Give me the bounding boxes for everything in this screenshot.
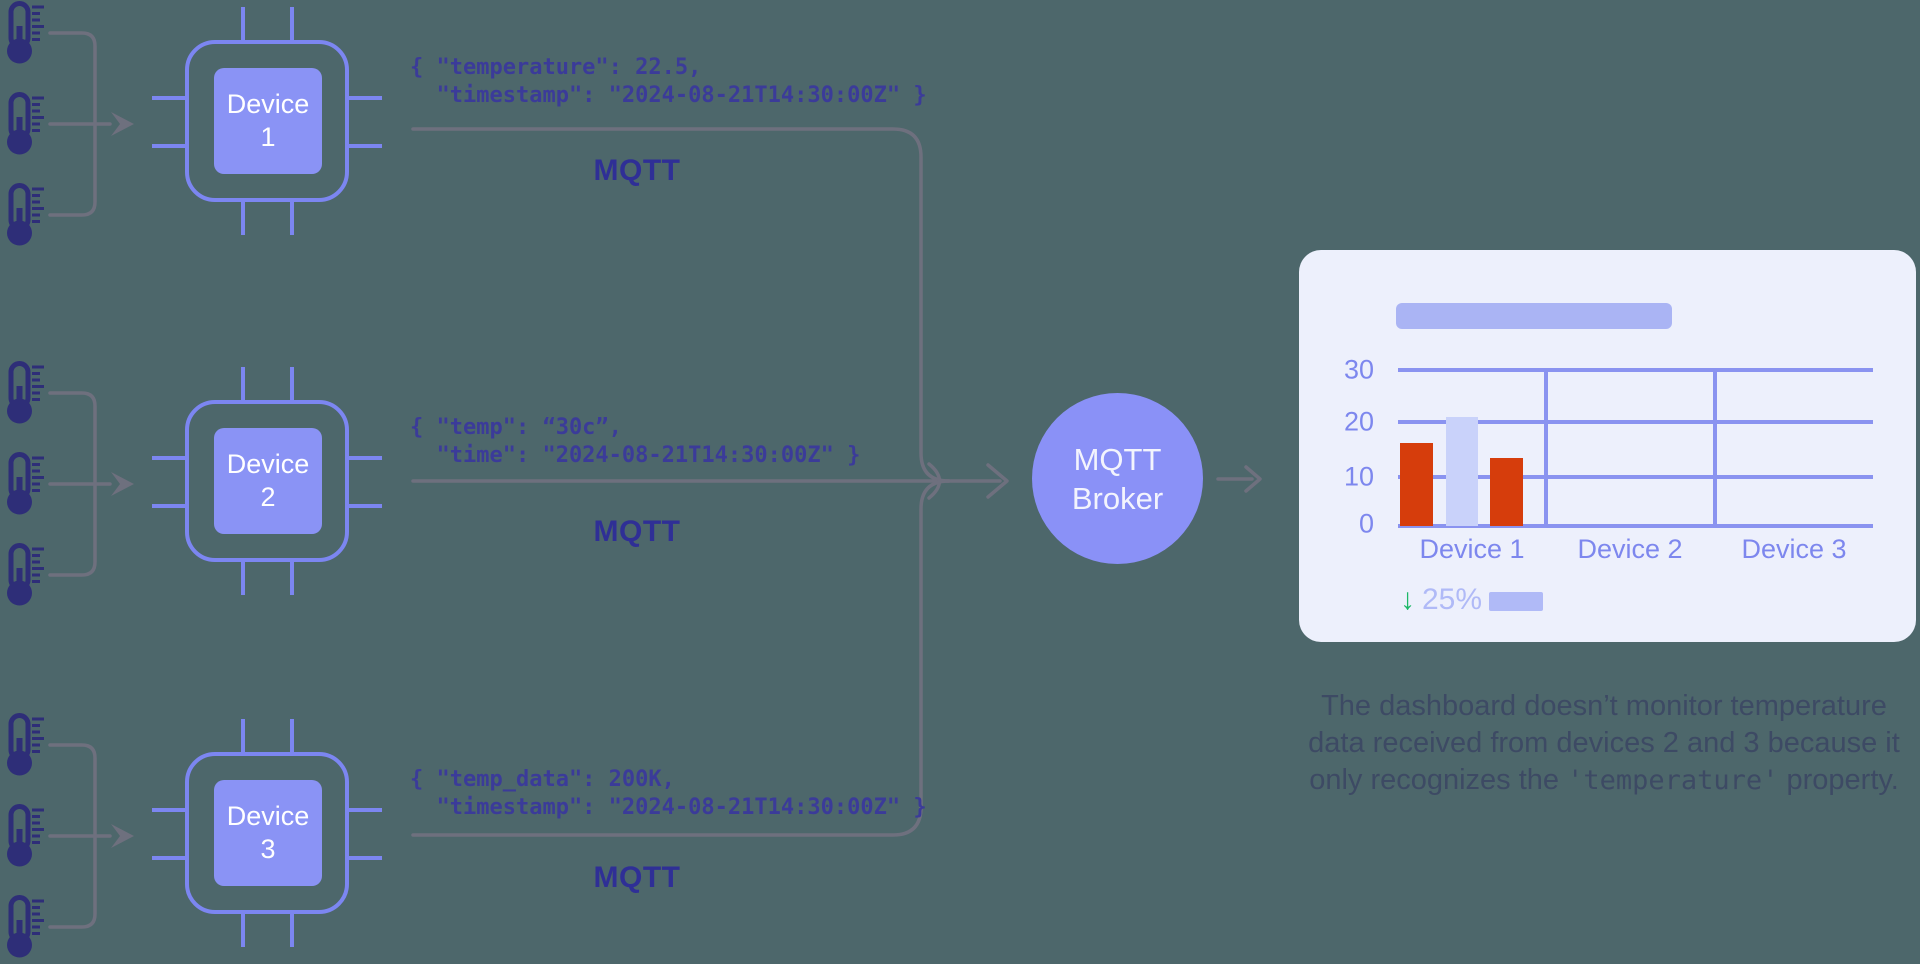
device-2-payload: { "temp": “30c”, "time": "2024-08-21T14:… (410, 415, 861, 468)
caption-line-2: data received from devices 2 and 3 becau… (1308, 727, 1900, 759)
device-2-chip: Device 2 (214, 428, 322, 534)
merge-arrow-icon (111, 112, 134, 136)
device-3-chip: Device 3 (214, 780, 322, 886)
change-percentage: 25% (1422, 583, 1483, 616)
device-2-label: Device (226, 449, 310, 479)
device-3-label: Device (226, 801, 310, 831)
device-1-payload: { "temperature": 22.5, "timestamp": "202… (410, 55, 927, 108)
chip-outline-device-3 (152, 719, 382, 947)
dashboard-caption: The dashboard doesn’t monitor temperatur… (1304, 688, 1904, 799)
thermometer-icon (7, 4, 44, 64)
thermometer-icon (7, 546, 44, 606)
mqtt-broker-node: MQTT Broker (1032, 393, 1203, 564)
device-2-number: 2 (260, 482, 276, 512)
thermometer-icon (7, 898, 44, 958)
device-1-number: 1 (260, 122, 276, 152)
broker-label-line1: MQTT (1073, 441, 1162, 477)
thermometer-icon (7, 716, 44, 776)
sensor-icons-device-3 (7, 716, 44, 958)
caption-line-3-suffix: property. (1778, 764, 1899, 796)
gridline-20 (1398, 420, 1873, 424)
sensor-icons-device-1 (7, 4, 44, 246)
x-label-device-1: Device 1 (1419, 534, 1525, 564)
thermometer-icon (7, 455, 44, 515)
thermometer-icon (7, 364, 44, 424)
gridline-vertical-1 (1544, 368, 1548, 528)
broker-label-line2: Broker (1071, 480, 1164, 516)
mqtt-flow-line-device-3 (411, 479, 951, 837)
y-tick-0: 0 (1358, 508, 1374, 539)
dashboard-card: 30 20 10 0 Device 1 Device 2 Device 3 ↓ … (1299, 250, 1916, 642)
chip-outline-device-1 (152, 7, 382, 235)
chip-pins (152, 719, 382, 947)
chip-pins (152, 7, 382, 235)
bar-device1-reading3 (1490, 458, 1523, 526)
dashboard-title-placeholder (1396, 303, 1672, 329)
x-label-device-3: Device 3 (1741, 534, 1847, 564)
thermometer-icon (7, 95, 44, 155)
down-arrow-icon: ↓ (1400, 583, 1415, 616)
device-1-chip: Device 1 (214, 68, 322, 174)
y-tick-20: 20 (1343, 406, 1374, 437)
legend-swatch (1489, 592, 1544, 611)
device-1-label: Device (226, 89, 310, 119)
sensor-merge-connector-device-2 (48, 391, 134, 577)
x-label-device-2: Device 2 (1577, 534, 1683, 564)
mqtt-protocol-label-1: MQTT (593, 154, 681, 187)
merge-arrow-icon (111, 824, 134, 848)
sensor-icons-device-2 (7, 364, 44, 606)
thermometer-icon (7, 807, 44, 867)
sensor-merge-connector-device-3 (48, 743, 134, 929)
broker-to-dashboard-arrow (1216, 465, 1262, 493)
merge-arrow-icon (111, 472, 134, 496)
chip-outline-device-2 (152, 367, 382, 595)
junction-chevron-icon (927, 462, 942, 500)
gridline-10 (1398, 475, 1873, 479)
sensor-merge-connector-device-1 (48, 31, 134, 217)
mqtt-protocol-label-3: MQTT (593, 861, 681, 894)
thermometer-icon (7, 186, 44, 246)
y-tick-10: 10 (1343, 461, 1374, 492)
mqtt-flow-line-device-1 (411, 127, 951, 483)
mqtt-protocol-label-2: MQTT (593, 515, 681, 548)
caption-line-1: The dashboard doesn’t monitor temperatur… (1321, 690, 1887, 722)
device-3-payload: { "temp_data": 200K, "timestamp": "2024-… (410, 767, 927, 820)
bar-device1-reading1 (1400, 442, 1433, 526)
y-tick-30: 30 (1343, 354, 1374, 385)
chip-pins (152, 367, 382, 595)
change-indicator: ↓ 25% (1400, 583, 1544, 617)
gridline-vertical-2 (1713, 368, 1717, 528)
caption-code-property: 'temperature' (1567, 765, 1779, 796)
broker-arrowhead-icon (986, 463, 1009, 499)
caption-line-3-prefix: only recognizes the (1309, 764, 1568, 796)
bar-device1-reading2 (1446, 416, 1478, 526)
gridline-30 (1398, 368, 1873, 372)
gridline-baseline (1398, 524, 1873, 528)
device-3-number: 3 (260, 834, 276, 864)
